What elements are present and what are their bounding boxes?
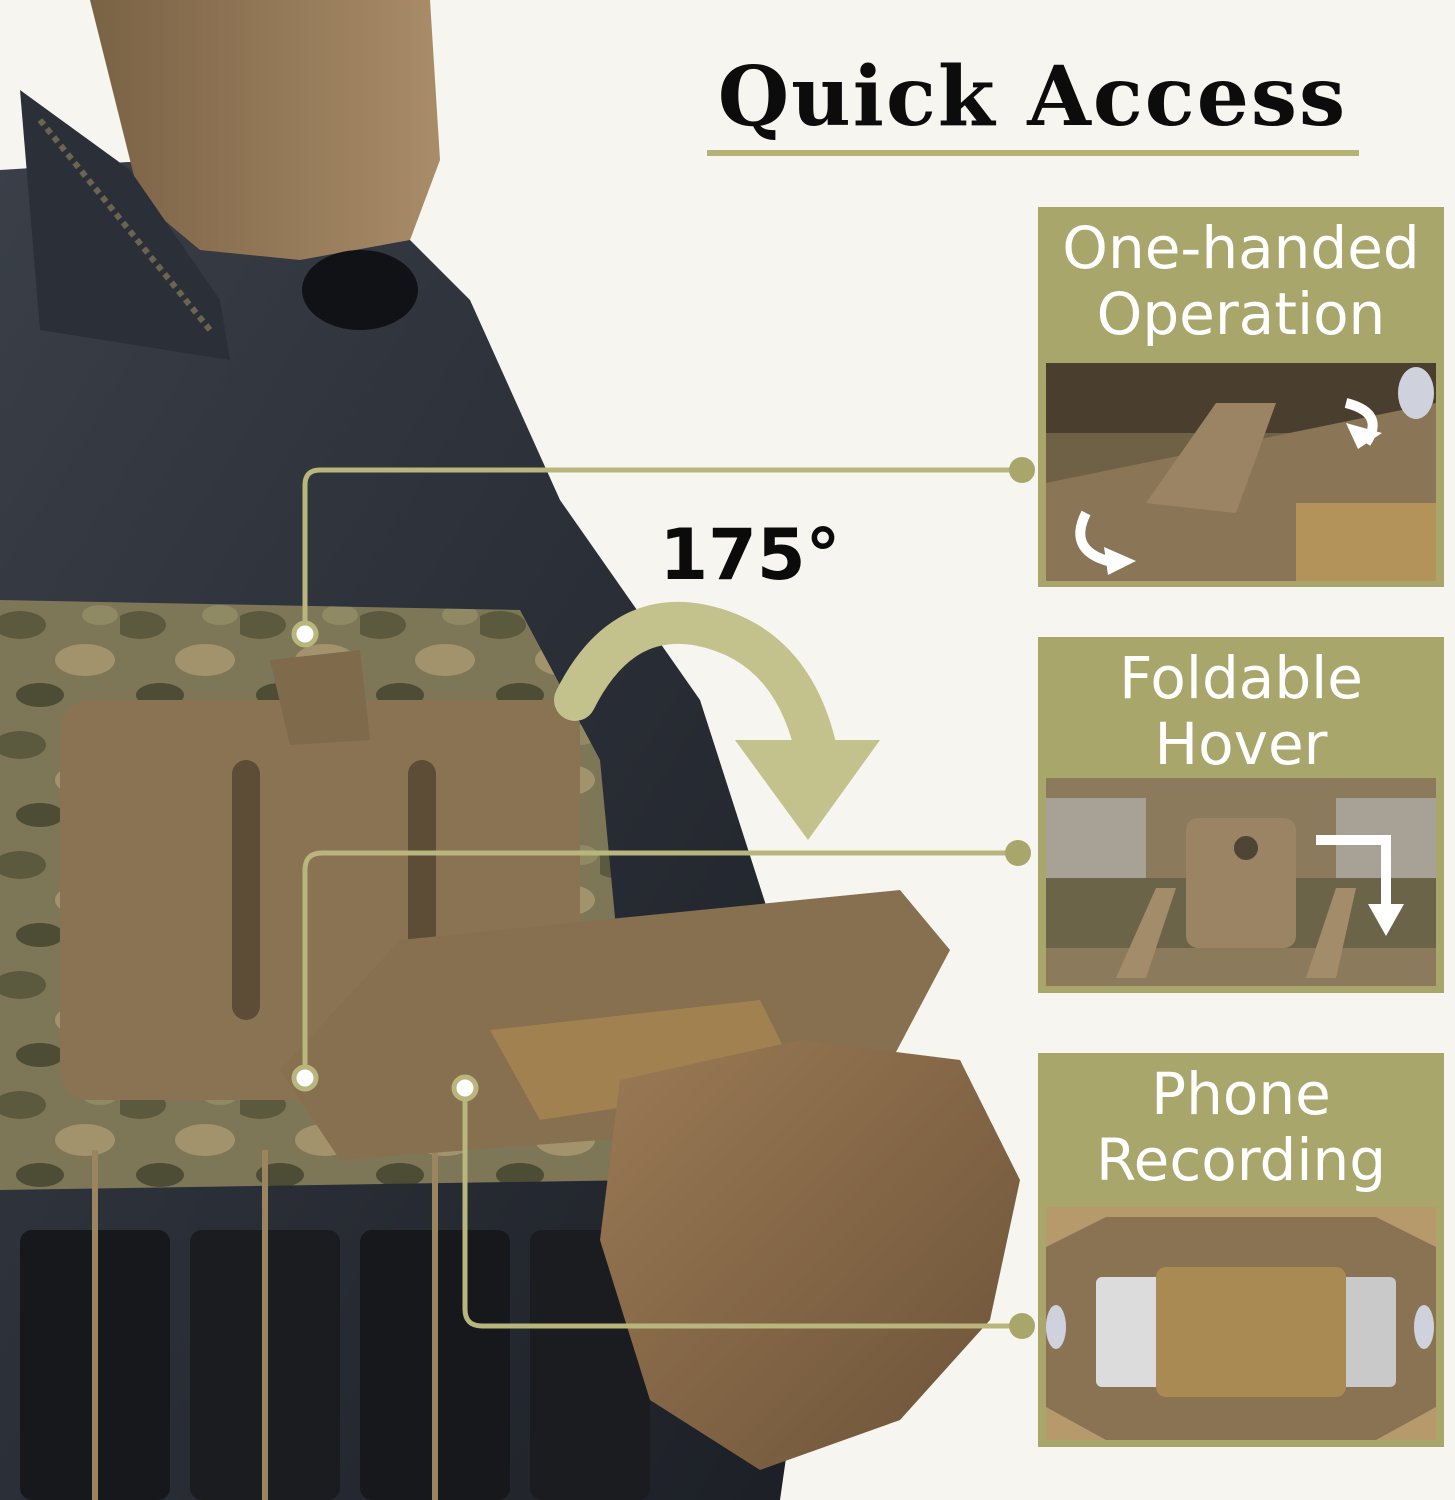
callout-dot [1009, 1313, 1035, 1339]
face-mask [90, 0, 440, 260]
callout-anchor [291, 620, 319, 648]
magazine-pouches [20, 1150, 650, 1500]
microphone [302, 250, 418, 330]
feature-label: One-handed Operation [1038, 215, 1444, 347]
feature-photo-hinge-closeup [1046, 778, 1436, 986]
callout-lines [302, 467, 1022, 1329]
rotation-arrow [554, 601, 841, 791]
feature-photo-clip-closeup [1046, 363, 1436, 581]
feature-label-line: Phone [1151, 1060, 1331, 1128]
feature-label-line: Recording [1095, 1126, 1387, 1194]
feature-label-line: Foldable [1119, 644, 1363, 712]
feature-photo-holder-back [1046, 1207, 1436, 1440]
rotation-angle-label: 175° [659, 514, 841, 596]
callout-anchor [451, 1074, 479, 1102]
feature-label-line: One-handed [1062, 214, 1420, 282]
feature-label-line: Hover [1154, 710, 1328, 778]
feature-panel-foldable-hover: Foldable Hover [1038, 637, 1444, 993]
feature-label: Foldable Hover [1038, 645, 1444, 777]
callout-dot [1005, 840, 1031, 866]
feature-panel-one-handed: One-handed Operation [1038, 207, 1444, 587]
callout-dot [1009, 457, 1035, 483]
callout-anchor [291, 1064, 319, 1092]
page-title: Quick Access [717, 49, 1348, 145]
glove [600, 1040, 1020, 1470]
feature-panel-phone-recording: Phone Recording [1038, 1053, 1444, 1447]
title-underline [707, 150, 1359, 156]
feature-label-line: Operation [1096, 280, 1386, 348]
feature-label: Phone Recording [1038, 1061, 1444, 1193]
